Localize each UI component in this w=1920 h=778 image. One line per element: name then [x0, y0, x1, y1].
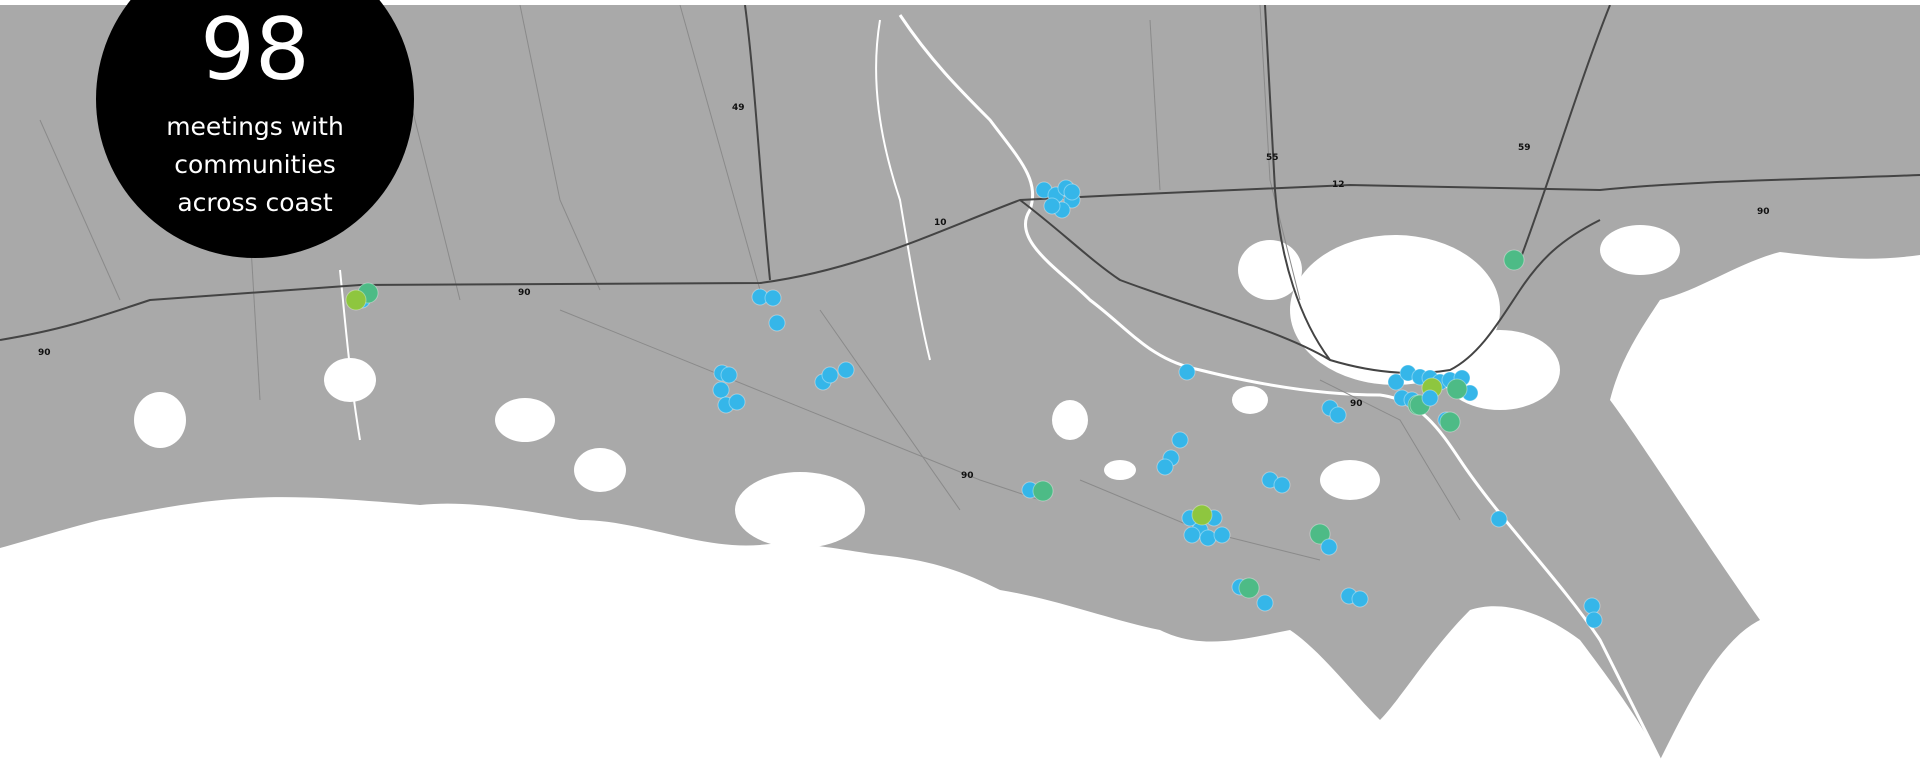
hwy-label-90-east-metro: 90	[1350, 399, 1363, 409]
meeting-marker[interactable]	[1446, 378, 1468, 400]
caption-line-2: communities	[174, 150, 336, 179]
meeting-marker[interactable]	[1178, 363, 1196, 381]
meeting-marker[interactable]	[764, 289, 782, 307]
meeting-marker[interactable]	[1256, 594, 1274, 612]
meeting-marker[interactable]	[821, 366, 839, 384]
meeting-marker[interactable]	[768, 314, 786, 332]
hwy-label-59: 59	[1518, 143, 1531, 153]
meeting-marker[interactable]	[1439, 411, 1461, 433]
meeting-marker[interactable]	[1583, 597, 1601, 615]
water-bodies	[134, 225, 1680, 548]
meeting-marker[interactable]	[1171, 431, 1189, 449]
highway-labels: 90 49 10 55 12 59 90 90 90 90	[38, 103, 1770, 481]
local-roads	[39, 4, 1461, 561]
meeting-marker[interactable]	[1032, 480, 1054, 502]
meeting-marker[interactable]	[1309, 523, 1331, 545]
caption-line-1: meetings with	[166, 112, 344, 141]
meeting-marker[interactable]	[1156, 458, 1174, 476]
land-area	[0, 5, 1920, 760]
hwy-label-55: 55	[1266, 153, 1279, 163]
meeting-marker[interactable]	[1503, 249, 1525, 271]
meeting-marker[interactable]	[1329, 406, 1347, 424]
meeting-marker[interactable]	[1191, 504, 1213, 526]
meeting-marker[interactable]	[1421, 389, 1439, 407]
hwy-label-12: 12	[1332, 180, 1345, 190]
meeting-marker[interactable]	[1183, 526, 1201, 544]
caption-line-3: across coast	[177, 188, 333, 217]
meeting-marker[interactable]	[1199, 529, 1217, 547]
meetings-stat-badge: 98 meetings with communities across coas…	[96, 0, 414, 258]
meeting-marker[interactable]	[1387, 373, 1405, 391]
rivers	[339, 14, 1662, 761]
meeting-marker[interactable]	[1273, 476, 1291, 494]
meeting-marker[interactable]	[720, 366, 738, 384]
meeting-marker[interactable]	[1238, 577, 1260, 599]
top-border	[0, 0, 1920, 5]
meeting-marker[interactable]	[345, 289, 367, 311]
meeting-marker[interactable]	[1490, 510, 1508, 528]
meeting-markers	[345, 179, 1603, 629]
meeting-marker[interactable]	[837, 361, 855, 379]
meetings-count: 98	[200, 0, 310, 100]
interstates	[0, 4, 1920, 374]
hwy-label-90-west: 90	[38, 348, 51, 358]
hwy-label-10: 10	[934, 218, 947, 228]
meetings-caption: meetings with communities across coast	[126, 108, 384, 222]
meeting-marker[interactable]	[1585, 611, 1603, 629]
meeting-marker[interactable]	[1213, 526, 1231, 544]
meeting-marker[interactable]	[728, 393, 746, 411]
hwy-label-49: 49	[732, 103, 745, 113]
meeting-marker[interactable]	[712, 381, 730, 399]
hwy-label-90-south: 90	[961, 471, 974, 481]
hwy-label-90-east: 90	[1757, 207, 1770, 217]
meeting-marker[interactable]	[1320, 538, 1338, 556]
meeting-marker[interactable]	[1351, 590, 1369, 608]
meeting-marker[interactable]	[1063, 183, 1081, 201]
hwy-label-90-center: 90	[518, 288, 531, 298]
meeting-marker[interactable]	[1043, 197, 1061, 215]
